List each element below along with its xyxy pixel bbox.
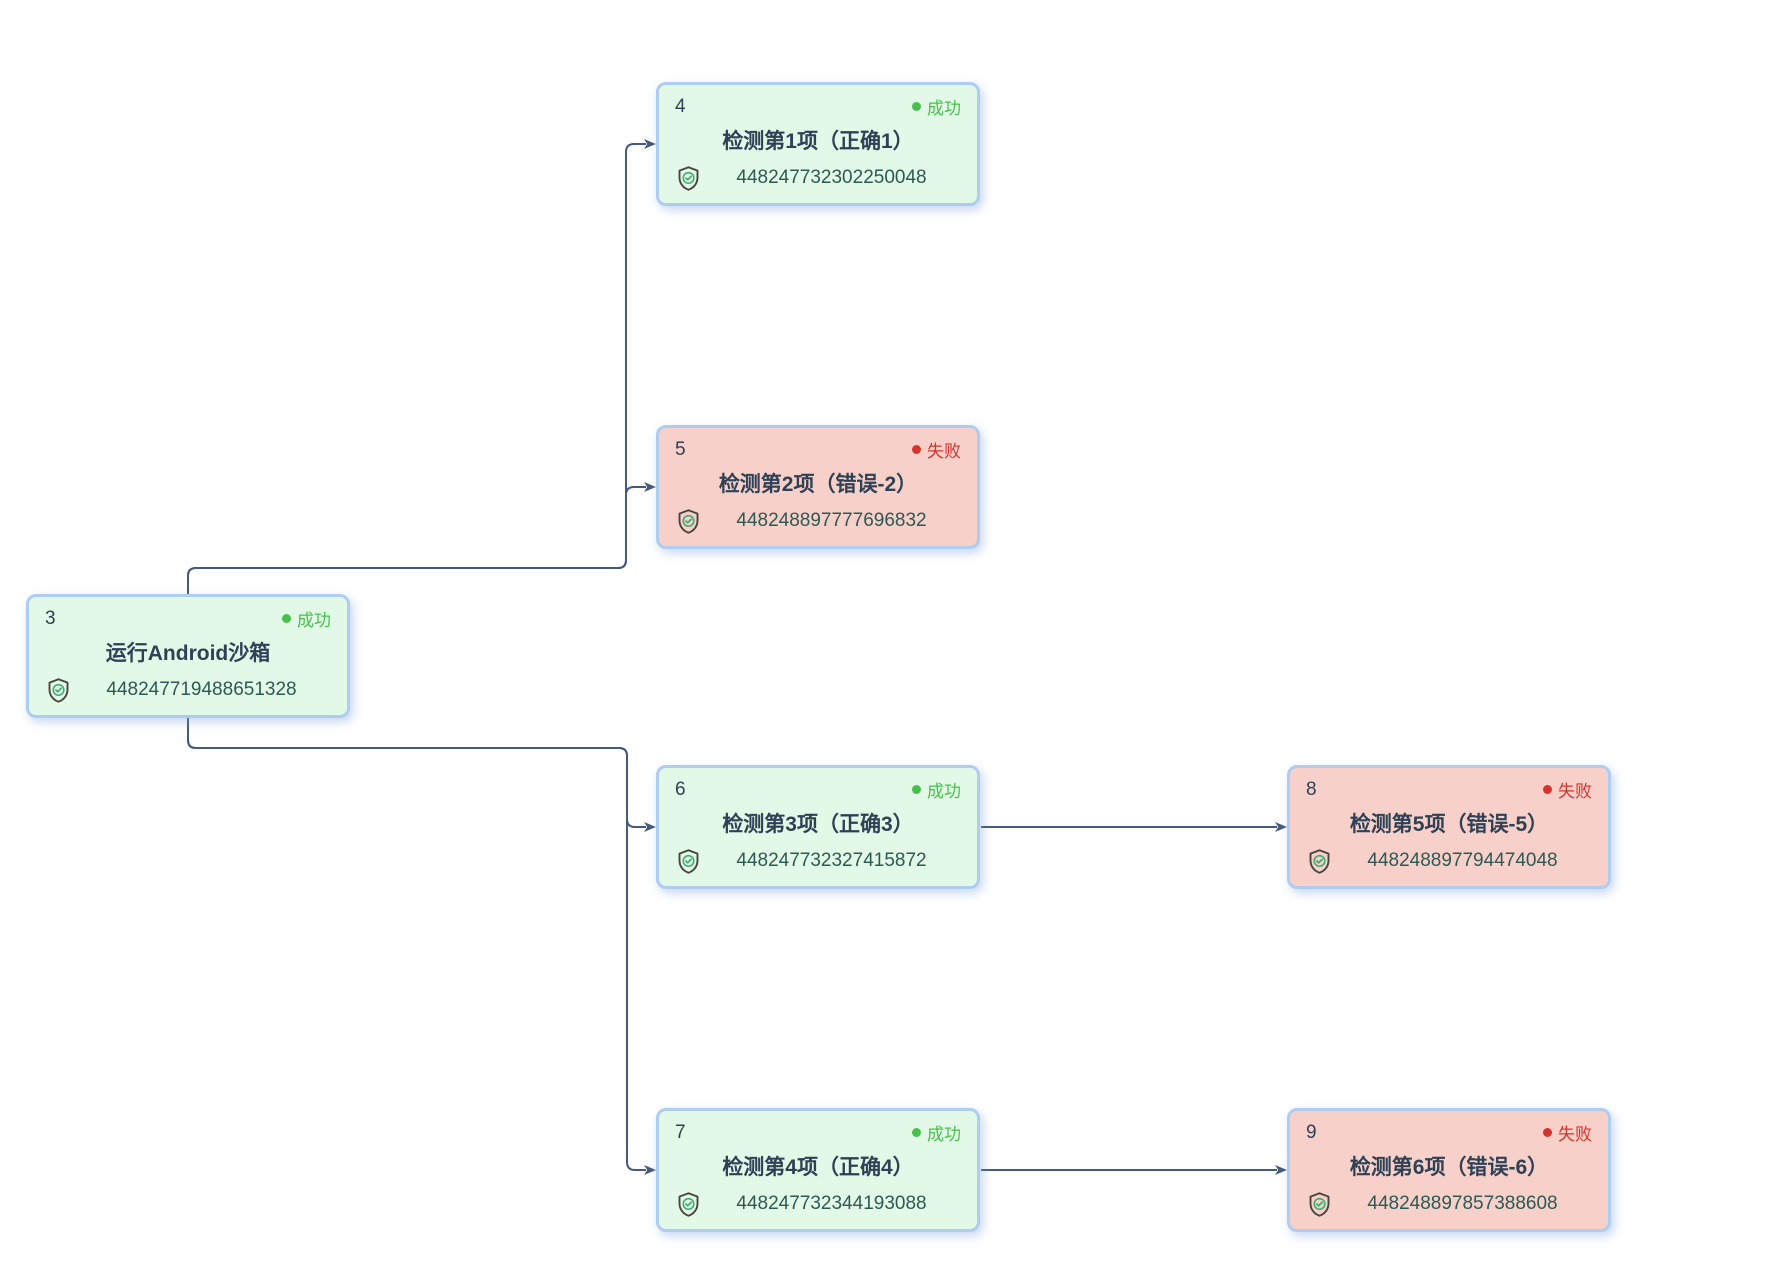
- status-label: 失败: [1558, 782, 1592, 801]
- status-badge: 成功: [912, 1120, 961, 1145]
- node-index: 4: [675, 95, 686, 117]
- status-badge: 成功: [912, 777, 961, 802]
- shield-check-icon: [675, 848, 702, 875]
- edge-3-7[interactable]: [187, 717, 656, 1175]
- status-badge: 失败: [912, 437, 961, 462]
- edge-3-5[interactable]: [187, 482, 656, 594]
- flow-node-6[interactable]: 6 成功 检测第3项（正确3） 448247732327415872: [656, 765, 980, 889]
- node-title: 检测第5项（错误-5）: [1349, 812, 1549, 836]
- flow-node-7[interactable]: 7 成功 检测第4项（正确4） 448247732344193088: [656, 1108, 980, 1232]
- status-dot-icon: [912, 1128, 921, 1137]
- flow-node-9[interactable]: 9 失败 检测第6项（错误-6） 448248897857388608: [1287, 1108, 1611, 1232]
- shield-check-icon: [675, 508, 702, 535]
- status-label: 成功: [297, 611, 331, 630]
- status-badge: 失败: [1543, 1120, 1592, 1145]
- edge-3-4[interactable]: [187, 139, 656, 594]
- flow-node-8[interactable]: 8 失败 检测第5项（错误-5） 448248897794474048: [1287, 765, 1611, 889]
- node-index: 8: [1306, 778, 1317, 800]
- node-uid: 448247719488651328: [106, 679, 297, 701]
- status-dot-icon: [912, 445, 921, 454]
- node-uid: 448247732327415872: [736, 850, 927, 872]
- status-badge: 成功: [912, 94, 961, 119]
- node-title: 检测第6项（错误-6）: [1349, 1155, 1549, 1179]
- node-index: 6: [675, 778, 686, 800]
- node-title: 运行Android沙箱: [105, 641, 271, 665]
- flow-node-3[interactable]: 3 成功 运行Android沙箱 448247719488651328: [26, 594, 350, 718]
- status-dot-icon: [1543, 785, 1552, 794]
- shield-check-icon: [1306, 848, 1333, 875]
- node-index: 3: [45, 607, 56, 629]
- node-title: 检测第1项（正确1）: [722, 129, 914, 153]
- status-dot-icon: [912, 102, 921, 111]
- status-label: 失败: [927, 442, 961, 461]
- status-dot-icon: [282, 614, 291, 623]
- status-badge: 失败: [1543, 777, 1592, 802]
- node-title: 检测第2项（错误-2）: [718, 472, 918, 496]
- status-label: 成功: [927, 99, 961, 118]
- status-label: 失败: [1558, 1125, 1592, 1144]
- shield-check-icon: [45, 677, 72, 704]
- shield-check-icon: [675, 1191, 702, 1218]
- shield-check-icon: [1306, 1191, 1333, 1218]
- status-label: 成功: [927, 782, 961, 801]
- edge-3-6[interactable]: [187, 717, 656, 832]
- node-uid: 448248897794474048: [1367, 850, 1558, 872]
- shield-check-icon: [675, 165, 702, 192]
- node-uid: 448248897857388608: [1367, 1193, 1558, 1215]
- node-title: 检测第4项（正确4）: [722, 1155, 914, 1179]
- node-index: 5: [675, 438, 686, 460]
- status-dot-icon: [1543, 1128, 1552, 1137]
- flow-node-4[interactable]: 4 成功 检测第1项（正确1） 448247732302250048: [656, 82, 980, 206]
- status-badge: 成功: [282, 606, 331, 631]
- node-index: 9: [1306, 1121, 1317, 1143]
- status-label: 成功: [927, 1125, 961, 1144]
- node-title: 检测第3项（正确3）: [722, 812, 914, 836]
- node-uid: 448248897777696832: [736, 510, 927, 532]
- node-index: 7: [675, 1121, 686, 1143]
- node-uid: 448247732302250048: [736, 167, 927, 189]
- flow-node-5[interactable]: 5 失败 检测第2项（错误-2） 448248897777696832: [656, 425, 980, 549]
- status-dot-icon: [912, 785, 921, 794]
- node-uid: 448247732344193088: [736, 1193, 927, 1215]
